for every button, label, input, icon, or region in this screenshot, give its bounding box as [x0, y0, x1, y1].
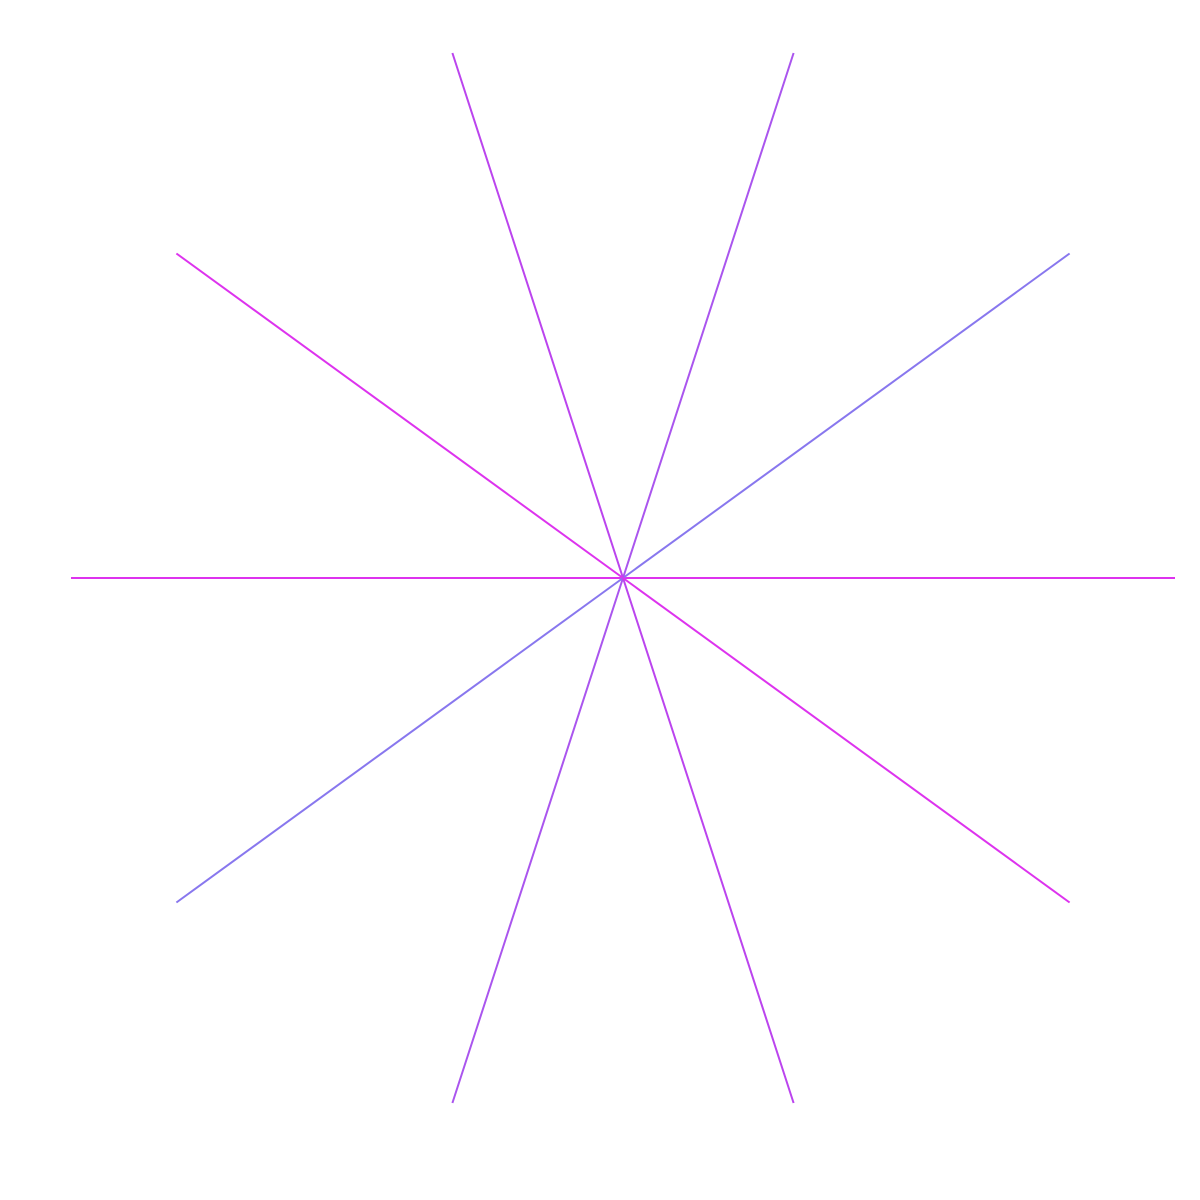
- rays-group: [71, 52, 1175, 1104]
- ray-288-deg: [622, 577, 795, 1104]
- ray-324-deg: [622, 577, 1071, 904]
- ray-144-deg: [175, 252, 624, 579]
- ray-72-deg: [622, 52, 795, 579]
- ray-108-deg: [451, 52, 624, 579]
- ray-252-deg: [451, 577, 624, 1104]
- ray-36-deg: [622, 252, 1071, 579]
- ray-216-deg: [175, 577, 624, 904]
